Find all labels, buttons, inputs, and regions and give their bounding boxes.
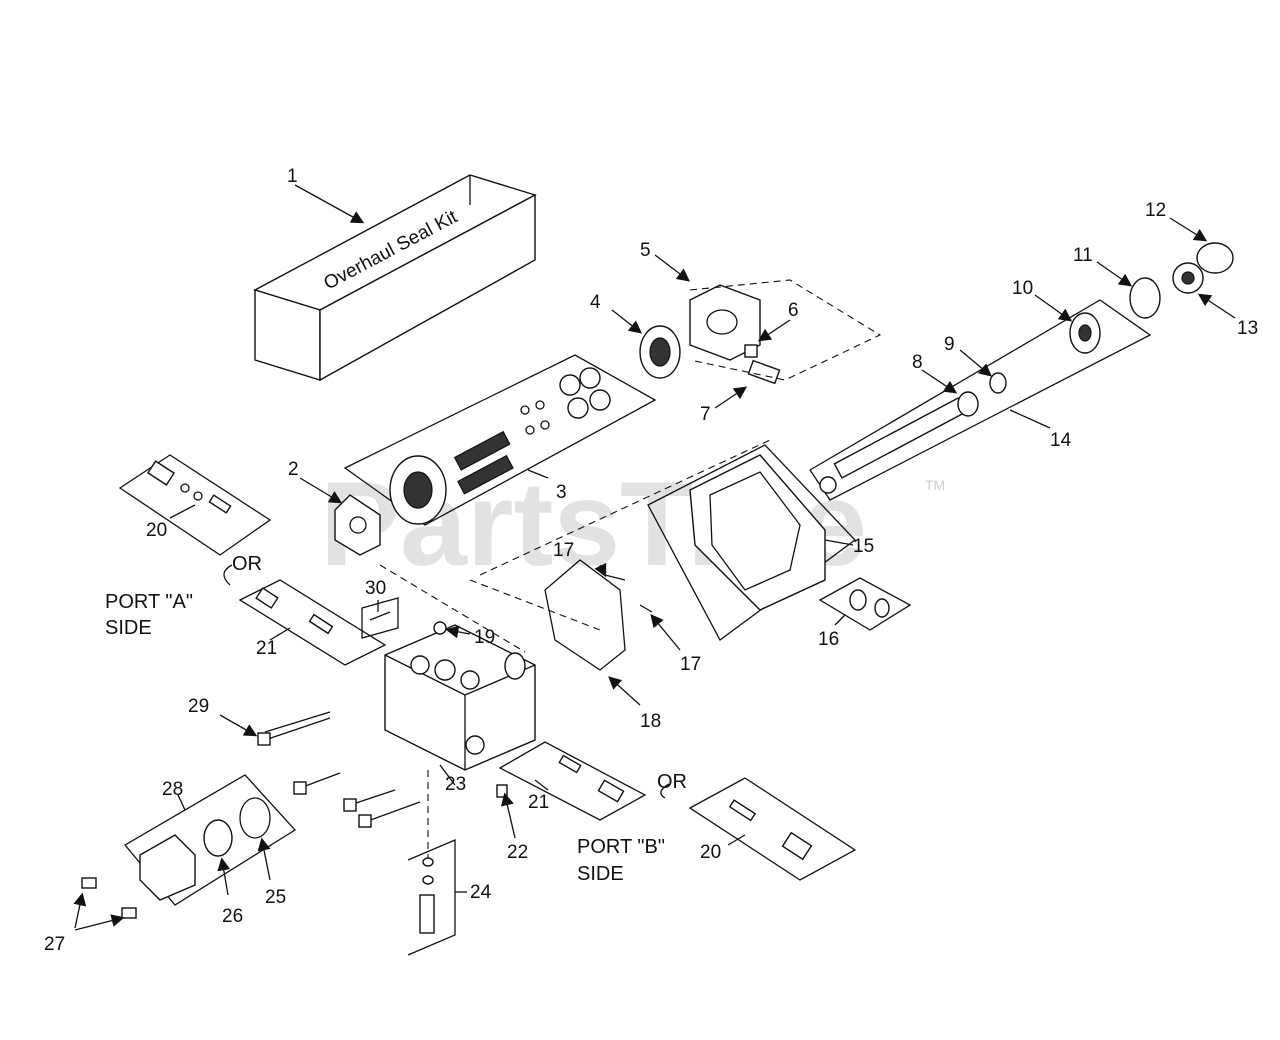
part-6-pin — [744, 344, 758, 358]
callout-1: 1 — [287, 166, 298, 187]
callout-7: 7 — [700, 404, 711, 425]
callout-8: 8 — [912, 352, 923, 373]
callout-labels: 1 2 3 4 5 6 7 8 9 10 11 12 13 14 15 16 1… — [44, 166, 1258, 955]
port-b-side-label: OR PORT "B" SIDE — [577, 771, 687, 885]
part-17-pins — [604, 574, 653, 613]
port-a-line1: PORT "A" — [105, 591, 193, 613]
callout-11: 11 — [1073, 245, 1093, 266]
part-9-washer — [989, 372, 1007, 394]
callout-9: 9 — [944, 334, 955, 355]
callout-24: 24 — [470, 882, 492, 903]
part-10-bearing — [1069, 312, 1101, 354]
part-7-trunnion — [747, 359, 781, 385]
callout-22: 22 — [507, 842, 528, 863]
port-a-line2: SIDE — [105, 617, 152, 639]
callout-13: 13 — [1237, 318, 1258, 339]
callout-29: 29 — [188, 696, 209, 717]
callout-14: 14 — [1050, 430, 1072, 451]
part-21-valve-group-b — [498, 741, 647, 821]
callout-26: 26 — [222, 906, 243, 927]
part-12-retaining-ring — [1196, 242, 1234, 274]
part-20-valve-group-b — [688, 777, 857, 881]
callout-4: 4 — [590, 292, 601, 313]
callout-28: 28 — [162, 779, 183, 800]
part-20-valve-group-a — [118, 454, 272, 556]
part-21-valve-group-a — [238, 579, 387, 666]
part-13-seal — [1172, 262, 1204, 294]
part-15-housing — [647, 444, 856, 641]
leader-lines — [169, 409, 1051, 893]
part-16-seal-group — [818, 577, 912, 631]
port-b-line2: SIDE — [577, 863, 624, 885]
watermark-tm: TM — [925, 477, 945, 493]
callout-27: 27 — [44, 934, 65, 955]
part-18-gasket — [544, 559, 626, 671]
part-2-plate — [334, 494, 381, 556]
callout-20b: 20 — [700, 842, 721, 863]
dashed-line-plate — [379, 564, 526, 653]
dashed-line-housing — [479, 439, 771, 576]
callout-21b: 21 — [528, 792, 549, 813]
part-3-cylinder-group — [343, 354, 657, 526]
part-29-bolt — [257, 711, 331, 746]
callout-17b: 17 — [680, 654, 701, 675]
or-arrow-b — [660, 783, 670, 799]
leader-arrows — [73, 184, 1236, 931]
part-28-cover-group — [81, 774, 297, 919]
callout-23: 23 — [445, 774, 466, 795]
seal-kit-box: Overhaul Seal Kit — [253, 174, 537, 382]
port-a-side-label: OR PORT "A" SIDE — [105, 553, 262, 639]
callout-18: 18 — [640, 711, 661, 732]
callout-2: 2 — [288, 459, 299, 480]
callout-6: 6 — [788, 300, 799, 321]
callout-12: 12 — [1145, 200, 1166, 221]
callout-20a: 20 — [146, 520, 167, 541]
callout-30: 30 — [365, 578, 386, 599]
callout-5: 5 — [640, 240, 651, 261]
callout-15: 15 — [853, 536, 874, 557]
port-b-or: OR — [657, 771, 687, 793]
part-30-pin — [361, 597, 399, 639]
part-8-seal — [957, 391, 979, 417]
port-b-line1: PORT "B" — [577, 836, 665, 858]
callout-10: 10 — [1012, 278, 1033, 299]
callout-16: 16 — [818, 629, 839, 650]
callout-17a: 17 — [553, 540, 574, 561]
part-19-plug — [433, 621, 447, 635]
callout-25: 25 — [265, 887, 286, 908]
bolts-lower — [293, 772, 421, 828]
swash-dashed-outline — [689, 279, 882, 381]
port-a-or: OR — [232, 553, 262, 575]
part-24-stem — [407, 770, 456, 956]
part-23-center-section — [384, 624, 536, 771]
part-4-bearing — [639, 325, 681, 379]
callout-21a: 21 — [256, 638, 277, 659]
callout-3: 3 — [556, 482, 567, 503]
or-arrow-a — [223, 564, 233, 586]
part-11-ring — [1129, 277, 1161, 319]
part-5-swashplate — [689, 284, 761, 361]
callout-19: 19 — [474, 627, 495, 648]
